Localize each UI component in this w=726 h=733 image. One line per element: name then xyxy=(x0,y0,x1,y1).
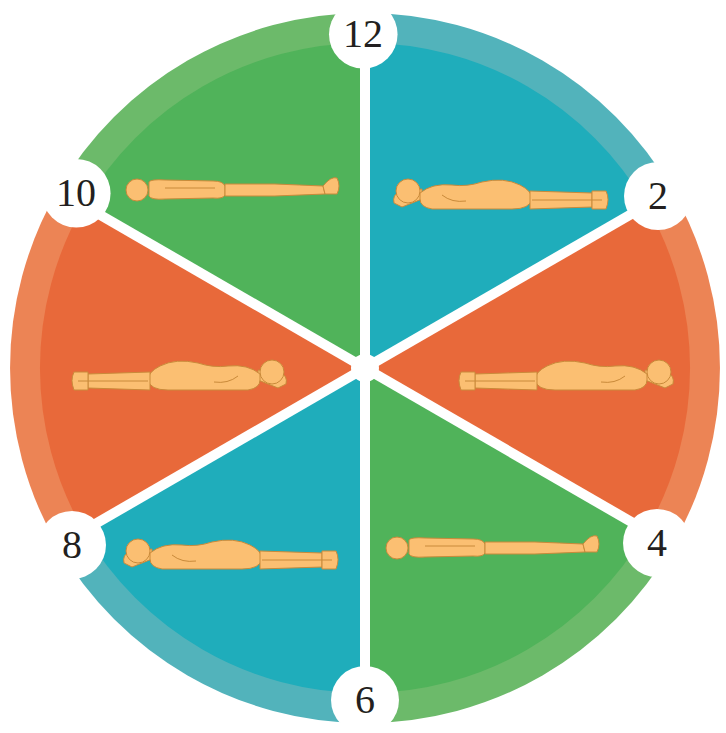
person-figure xyxy=(386,536,599,559)
clock-number-circle: 4 xyxy=(623,509,691,577)
clock-number: 12 xyxy=(329,14,398,54)
clock-number-circle: 10 xyxy=(42,159,111,228)
person-figure xyxy=(124,539,338,569)
person-figure xyxy=(126,178,339,201)
clock-number: 4 xyxy=(623,523,691,563)
clock-number: 10 xyxy=(42,173,111,213)
clock-number-circle: 2 xyxy=(624,162,692,230)
clock-number-circle: 12 xyxy=(329,0,398,68)
hub xyxy=(351,354,379,382)
person-figure xyxy=(459,360,673,390)
clock-number-circle: 8 xyxy=(38,511,106,579)
wedge xyxy=(365,368,647,693)
person-figure xyxy=(394,179,608,209)
wedge xyxy=(84,43,366,368)
clock-number: 6 xyxy=(331,680,399,720)
clock-number: 8 xyxy=(38,525,106,565)
separator xyxy=(51,5,679,733)
person-figure xyxy=(72,360,286,390)
clock-number-circle: 6 xyxy=(331,666,399,733)
clock-number: 2 xyxy=(624,176,692,216)
